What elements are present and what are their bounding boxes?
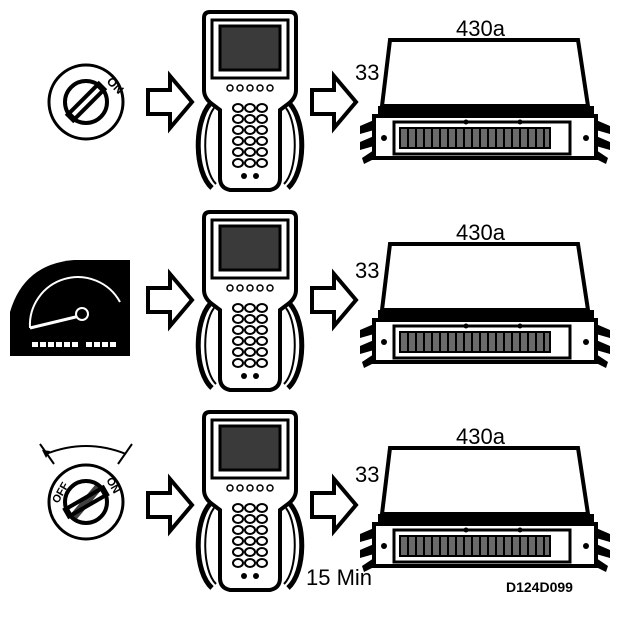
ignition-switch-icon: OFF ON [39, 443, 133, 541]
ecu-label: 430a [456, 16, 506, 41]
arrow-right-icon [146, 74, 194, 130]
scan-tool-icon [198, 412, 302, 590]
scan-tool-icon [198, 212, 302, 390]
ecu-label: 430a [456, 424, 506, 449]
ignition-switch-icon: ON [47, 63, 127, 141]
scan-tool-icon [198, 12, 302, 190]
arrow-right-icon [310, 272, 358, 328]
arrow-right-icon [146, 477, 194, 533]
arrow-right-icon [310, 74, 358, 130]
row-2: 33 430a [10, 212, 612, 390]
ecu-module-icon [358, 446, 612, 574]
ecu-module-icon [358, 242, 612, 370]
connector-label: 33 [355, 258, 379, 283]
instrument-cluster-icon [10, 260, 130, 356]
row-3: OFF ON 15 Min 33 430a [39, 412, 612, 590]
duration-label: 15 Min [306, 565, 372, 590]
figure-id: D124D099 [506, 579, 573, 595]
ecu-module-icon [358, 38, 612, 166]
connector-label: 33 [355, 60, 379, 85]
arrow-right-icon [146, 272, 194, 328]
connector-label: 33 [355, 462, 379, 487]
arrow-right-icon [310, 477, 358, 533]
ecu-label: 430a [456, 220, 506, 245]
row-1: ON 33 430a [47, 12, 612, 190]
